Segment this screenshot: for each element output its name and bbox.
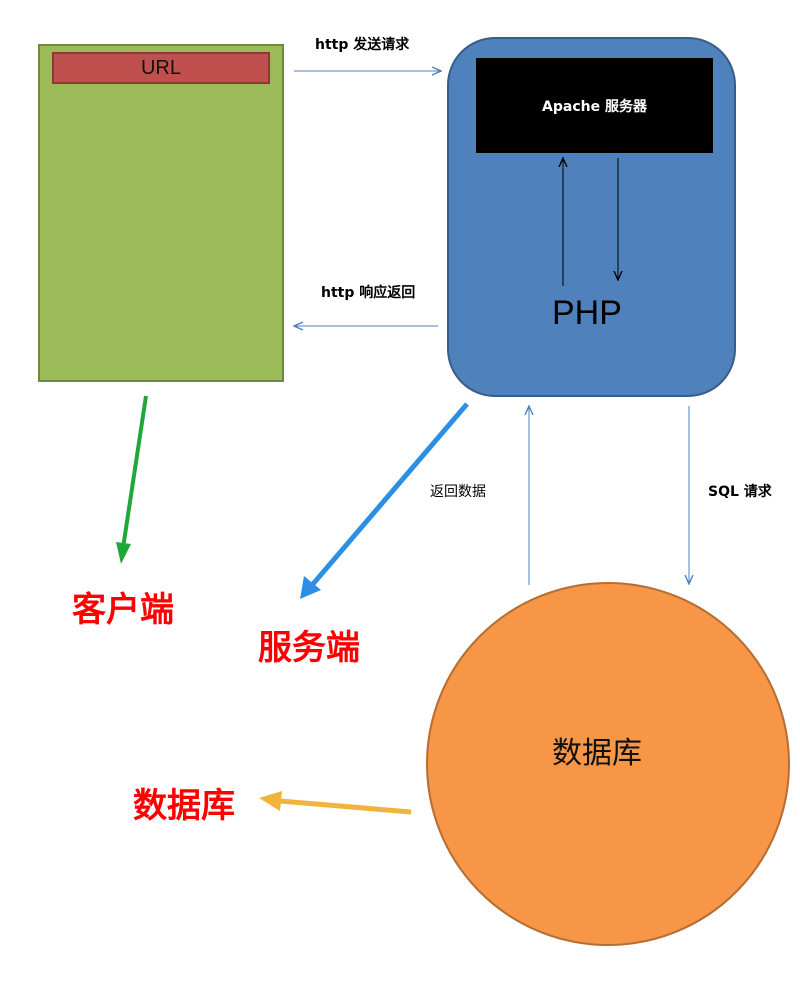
database-label: 数据库 xyxy=(552,736,642,771)
database-circle xyxy=(426,582,790,946)
client-pointer-arrow xyxy=(116,395,148,564)
legend-database-label: 数据库 xyxy=(133,786,235,826)
database-pointer-arrow xyxy=(259,791,412,815)
http-response-label: http 响应返回 xyxy=(321,285,416,301)
http-request-label: http 发送请求 xyxy=(315,37,410,53)
server-pointer-arrow xyxy=(300,402,469,599)
return-data-label: 返回数据 xyxy=(430,484,486,500)
php-label: PHP xyxy=(552,294,622,332)
client-box xyxy=(38,44,284,382)
url-label: URL xyxy=(140,56,181,79)
apache-server-box: Apache 服务器 xyxy=(476,58,713,153)
legend-server-label: 服务端 xyxy=(258,628,360,668)
apache-label: Apache 服务器 xyxy=(542,98,647,115)
url-bar: URL xyxy=(52,52,270,84)
legend-client-label: 客户端 xyxy=(72,590,174,630)
sql-request-label: SQL 请求 xyxy=(708,484,772,500)
